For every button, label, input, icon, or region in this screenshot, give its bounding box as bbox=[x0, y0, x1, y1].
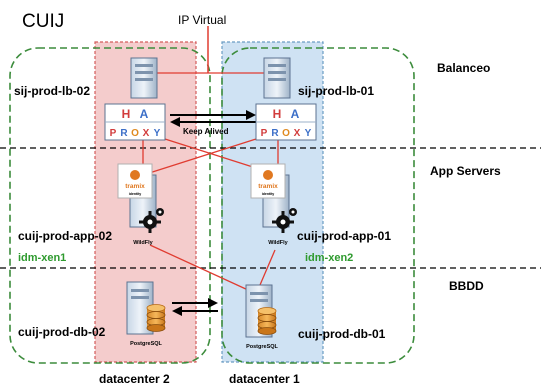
host-db01: cuij-prod-db-01 bbox=[298, 327, 386, 341]
datacenter-2-label: datacenter 2 bbox=[99, 372, 170, 386]
haproxy-letter: P bbox=[261, 128, 268, 139]
host-lb01: sij-prod-lb-01 bbox=[298, 84, 374, 98]
section-balanceo: Balanceo bbox=[437, 61, 490, 75]
postgresql-label-db02: PostgreSQL bbox=[130, 341, 162, 347]
haproxy-letter: R bbox=[271, 128, 279, 139]
section-app-servers: App Servers bbox=[430, 164, 501, 178]
ip-virtual-label: IP Virtual bbox=[178, 13, 226, 27]
haproxy-logo-lb01: H A P R O X Y bbox=[255, 103, 317, 141]
group-outline-left bbox=[9, 47, 211, 364]
keepalived-arrows bbox=[170, 110, 256, 127]
haproxy-letter: O bbox=[282, 128, 290, 139]
haproxy-letter: P bbox=[110, 128, 117, 139]
server-lb02-icon bbox=[130, 57, 158, 99]
host-app01: cuij-prod-app-01 bbox=[297, 229, 391, 243]
haproxy-letter: O bbox=[131, 128, 139, 139]
tramix-logo-app01: tramix bbox=[258, 183, 278, 190]
host-lb02: sij-prod-lb-02 bbox=[14, 84, 90, 98]
keepalived-label: Keep Alived bbox=[183, 127, 229, 136]
database-icon bbox=[146, 304, 166, 332]
haproxy-letter: X bbox=[294, 128, 301, 139]
svg-text:identity: identity bbox=[262, 192, 274, 196]
wildfly-label-app02: WildFly bbox=[133, 240, 153, 246]
haproxy-letter: Y bbox=[305, 128, 312, 139]
group-outline-right bbox=[221, 47, 415, 364]
tramix-logo-app02: tramix bbox=[125, 183, 145, 190]
section-bbdd: BBDD bbox=[449, 279, 484, 293]
haproxy-letter: H bbox=[273, 107, 282, 121]
haproxy-letter: R bbox=[120, 128, 128, 139]
postgresql-label-db01: PostgreSQL bbox=[246, 344, 278, 350]
svg-text:identity: identity bbox=[129, 192, 141, 196]
gear-icon bbox=[139, 208, 164, 233]
haproxy-letter: X bbox=[143, 128, 150, 139]
database-icon bbox=[257, 307, 277, 335]
host-db02: cuij-prod-db-02 bbox=[18, 325, 106, 339]
haproxy-letter: Y bbox=[154, 128, 161, 139]
xen-host-1: idm-xen1 bbox=[18, 252, 66, 264]
db-replication-arrows bbox=[172, 298, 218, 316]
wildfly-label-app01: WildFly bbox=[268, 240, 288, 246]
haproxy-letter: A bbox=[291, 107, 300, 121]
haproxy-letter: A bbox=[140, 107, 149, 121]
gear-icon bbox=[272, 208, 297, 233]
host-app02: cuij-prod-app-02 bbox=[18, 229, 112, 243]
datacenter-1-label: datacenter 1 bbox=[229, 372, 300, 386]
diagram-title: CUIJ bbox=[22, 11, 64, 32]
server-lb01-icon bbox=[263, 57, 291, 99]
xen-host-2: idm-xen2 bbox=[305, 252, 353, 264]
haproxy-letter: H bbox=[122, 107, 131, 121]
haproxy-logo-lb02: H A P R O X Y bbox=[104, 103, 166, 141]
